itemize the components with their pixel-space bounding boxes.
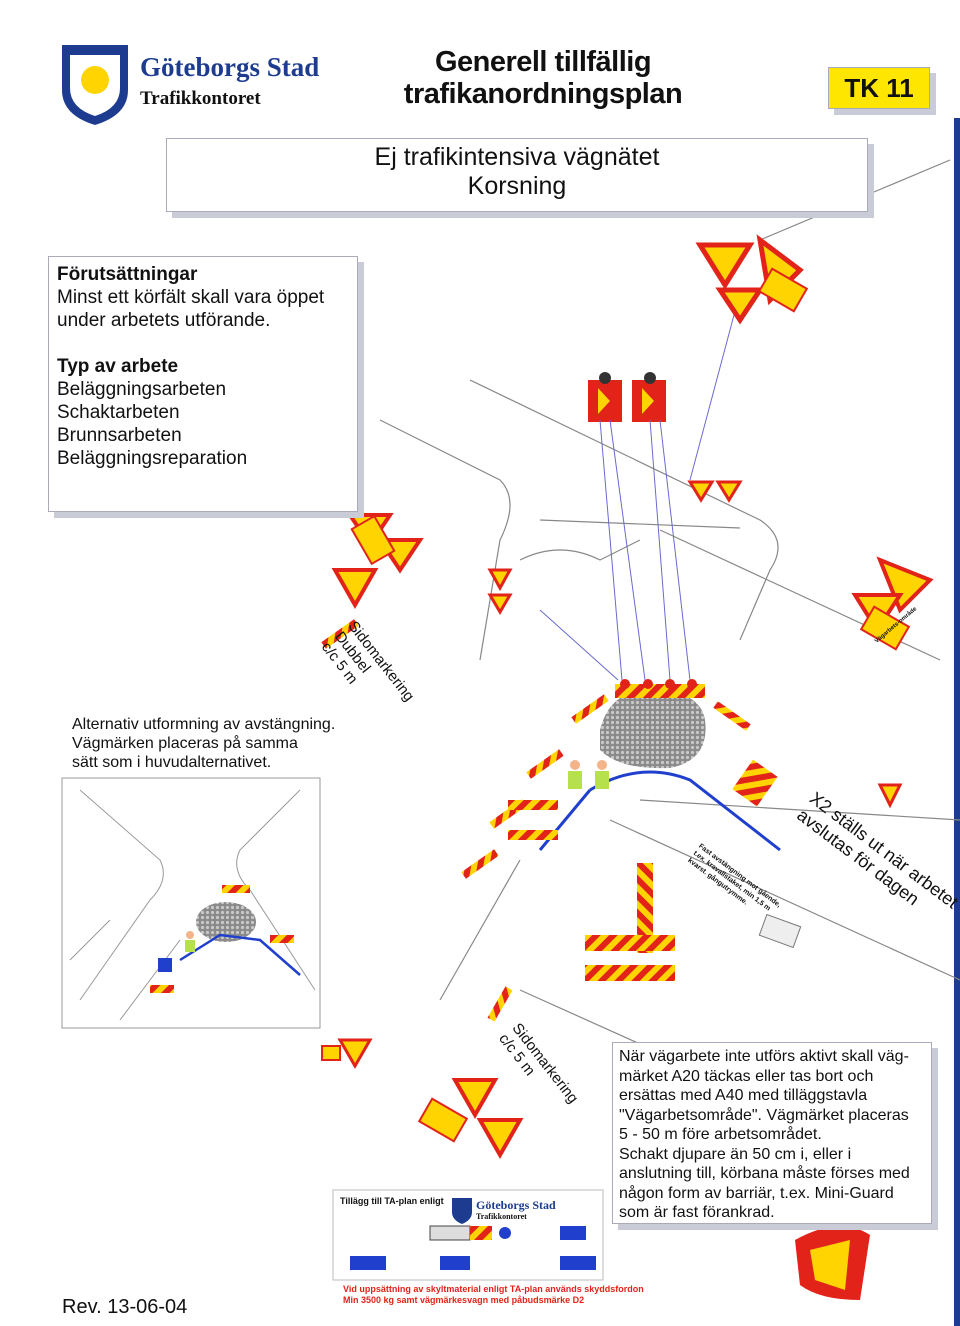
footer-line: Min 3500 kg samt vägmärkesvagn med påbud… [343,1295,585,1305]
alt-inset-frame [61,777,321,1029]
note-line: som är fast förankrad. [619,1204,775,1221]
supplement-logo-sub: Trafikkontoret [476,1212,527,1221]
work-type: Brunnsarbeten [57,425,182,446]
prereq-heading: Förutsättningar [57,264,198,285]
arrow-blinker-right-icon [632,372,666,422]
leader-lines [539,299,739,681]
alt-line: sätt som i huvudalternativet. [72,754,272,771]
worker-icon [185,760,609,952]
alt-barrier-right [270,935,294,943]
sign-trailer-icon [470,1226,492,1240]
note-line: "Vägarbetsområde". Vägmärket placeras [619,1106,909,1124]
alt-pedestrian-route [179,933,301,976]
fixed-fence-icon [758,913,802,949]
prerequisites-box: Förutsättningar Minst ett körfält skall … [48,256,358,512]
alt-excavation [196,902,256,942]
subtitle-box: Ej trafikintensiva vägnätet Korsning [166,138,868,212]
work-heading: Typ av arbete [57,356,179,377]
blinker-row-icon [615,679,705,698]
supplement-footer: Vid uppsättning av skyltmaterial enligt … [343,1284,644,1306]
prereq-line: under arbetets utförande. [57,310,271,331]
logo-name: Göteborgs Stad [140,52,320,82]
arrow-blinker-left-icon [588,372,622,422]
pedestrian-route-2 [538,789,592,851]
note-line: 5 - 50 m före arbetsområdet. [619,1126,822,1143]
work-type: Beläggningsreparation [57,448,248,469]
page-title: Generell tillfällig trafikanordningsplan [398,46,688,110]
work-type: Beläggningsarbeten [57,379,227,400]
code-badge: TK 11 [828,67,930,109]
vehicle-blue-2-icon [350,1256,386,1270]
vehicle-blue-icon [560,1226,586,1240]
alt-line: Alternativ utformning av avstängning. [72,716,336,733]
note-line: märket A20 täckas eller tas bort och [619,1067,874,1085]
revision-label: Rev. 13-06-04 [62,1296,188,1318]
alternative-text: Alternativ utformning av avstängning. Vä… [72,715,335,772]
alt-line: Vägmärken placeras på samma [72,735,298,752]
subtitle-line-2: Korsning [467,172,567,200]
note-line: ersättas med A40 med tilläggstavla [619,1087,868,1104]
vehicle-blue-3-icon [440,1256,470,1270]
d2-sign-icon [499,1227,511,1239]
alt-sign-d2 [158,958,172,972]
supplement-logo-name: Göteborgs Stad [476,1198,556,1212]
code-label: TK 11 [844,72,914,103]
footer-line: Vid uppsättning av skyltmaterial enligt … [343,1284,644,1294]
title-line-2: trafikanordningsplan [403,78,683,110]
supplement-label: Tillägg till TA-plan enligt [340,1196,444,1206]
city-logo-icon [62,45,128,125]
note-line: När vägarbete inte utförs aktivt skall v… [619,1048,909,1065]
prereq-line: Minst ett körfält skall vara öppet [57,287,325,308]
note-box: När vägarbete inte utförs aktivt skall v… [612,1042,932,1224]
title-line-1: Generell tillfällig [434,46,652,78]
logo-sub: Trafikkontoret [140,88,261,109]
note-line: någon form av barriär, t.ex. Mini-Guard [619,1184,894,1202]
mini-guard-icon [795,1226,870,1300]
page-edge-band [954,118,960,1326]
alt-barrier-left [150,985,174,993]
work-type: Schaktarbeten [57,402,180,423]
supplement-logo-icon [452,1198,472,1224]
alt-barrier-top [222,885,250,893]
subtitle-line-1: Ej trafikintensiva vägnätet [374,143,660,171]
note-line: anslutning till, körbana måste förses me… [619,1165,910,1182]
plate-sign-icon [321,267,911,1143]
vehicle-blue-4-icon [560,1256,596,1270]
excavation-area [600,690,706,769]
note-line: Schakt djupare än 50 cm i, eller i [619,1145,852,1163]
barriers [321,619,778,1022]
vehicle-icon [429,1225,471,1241]
